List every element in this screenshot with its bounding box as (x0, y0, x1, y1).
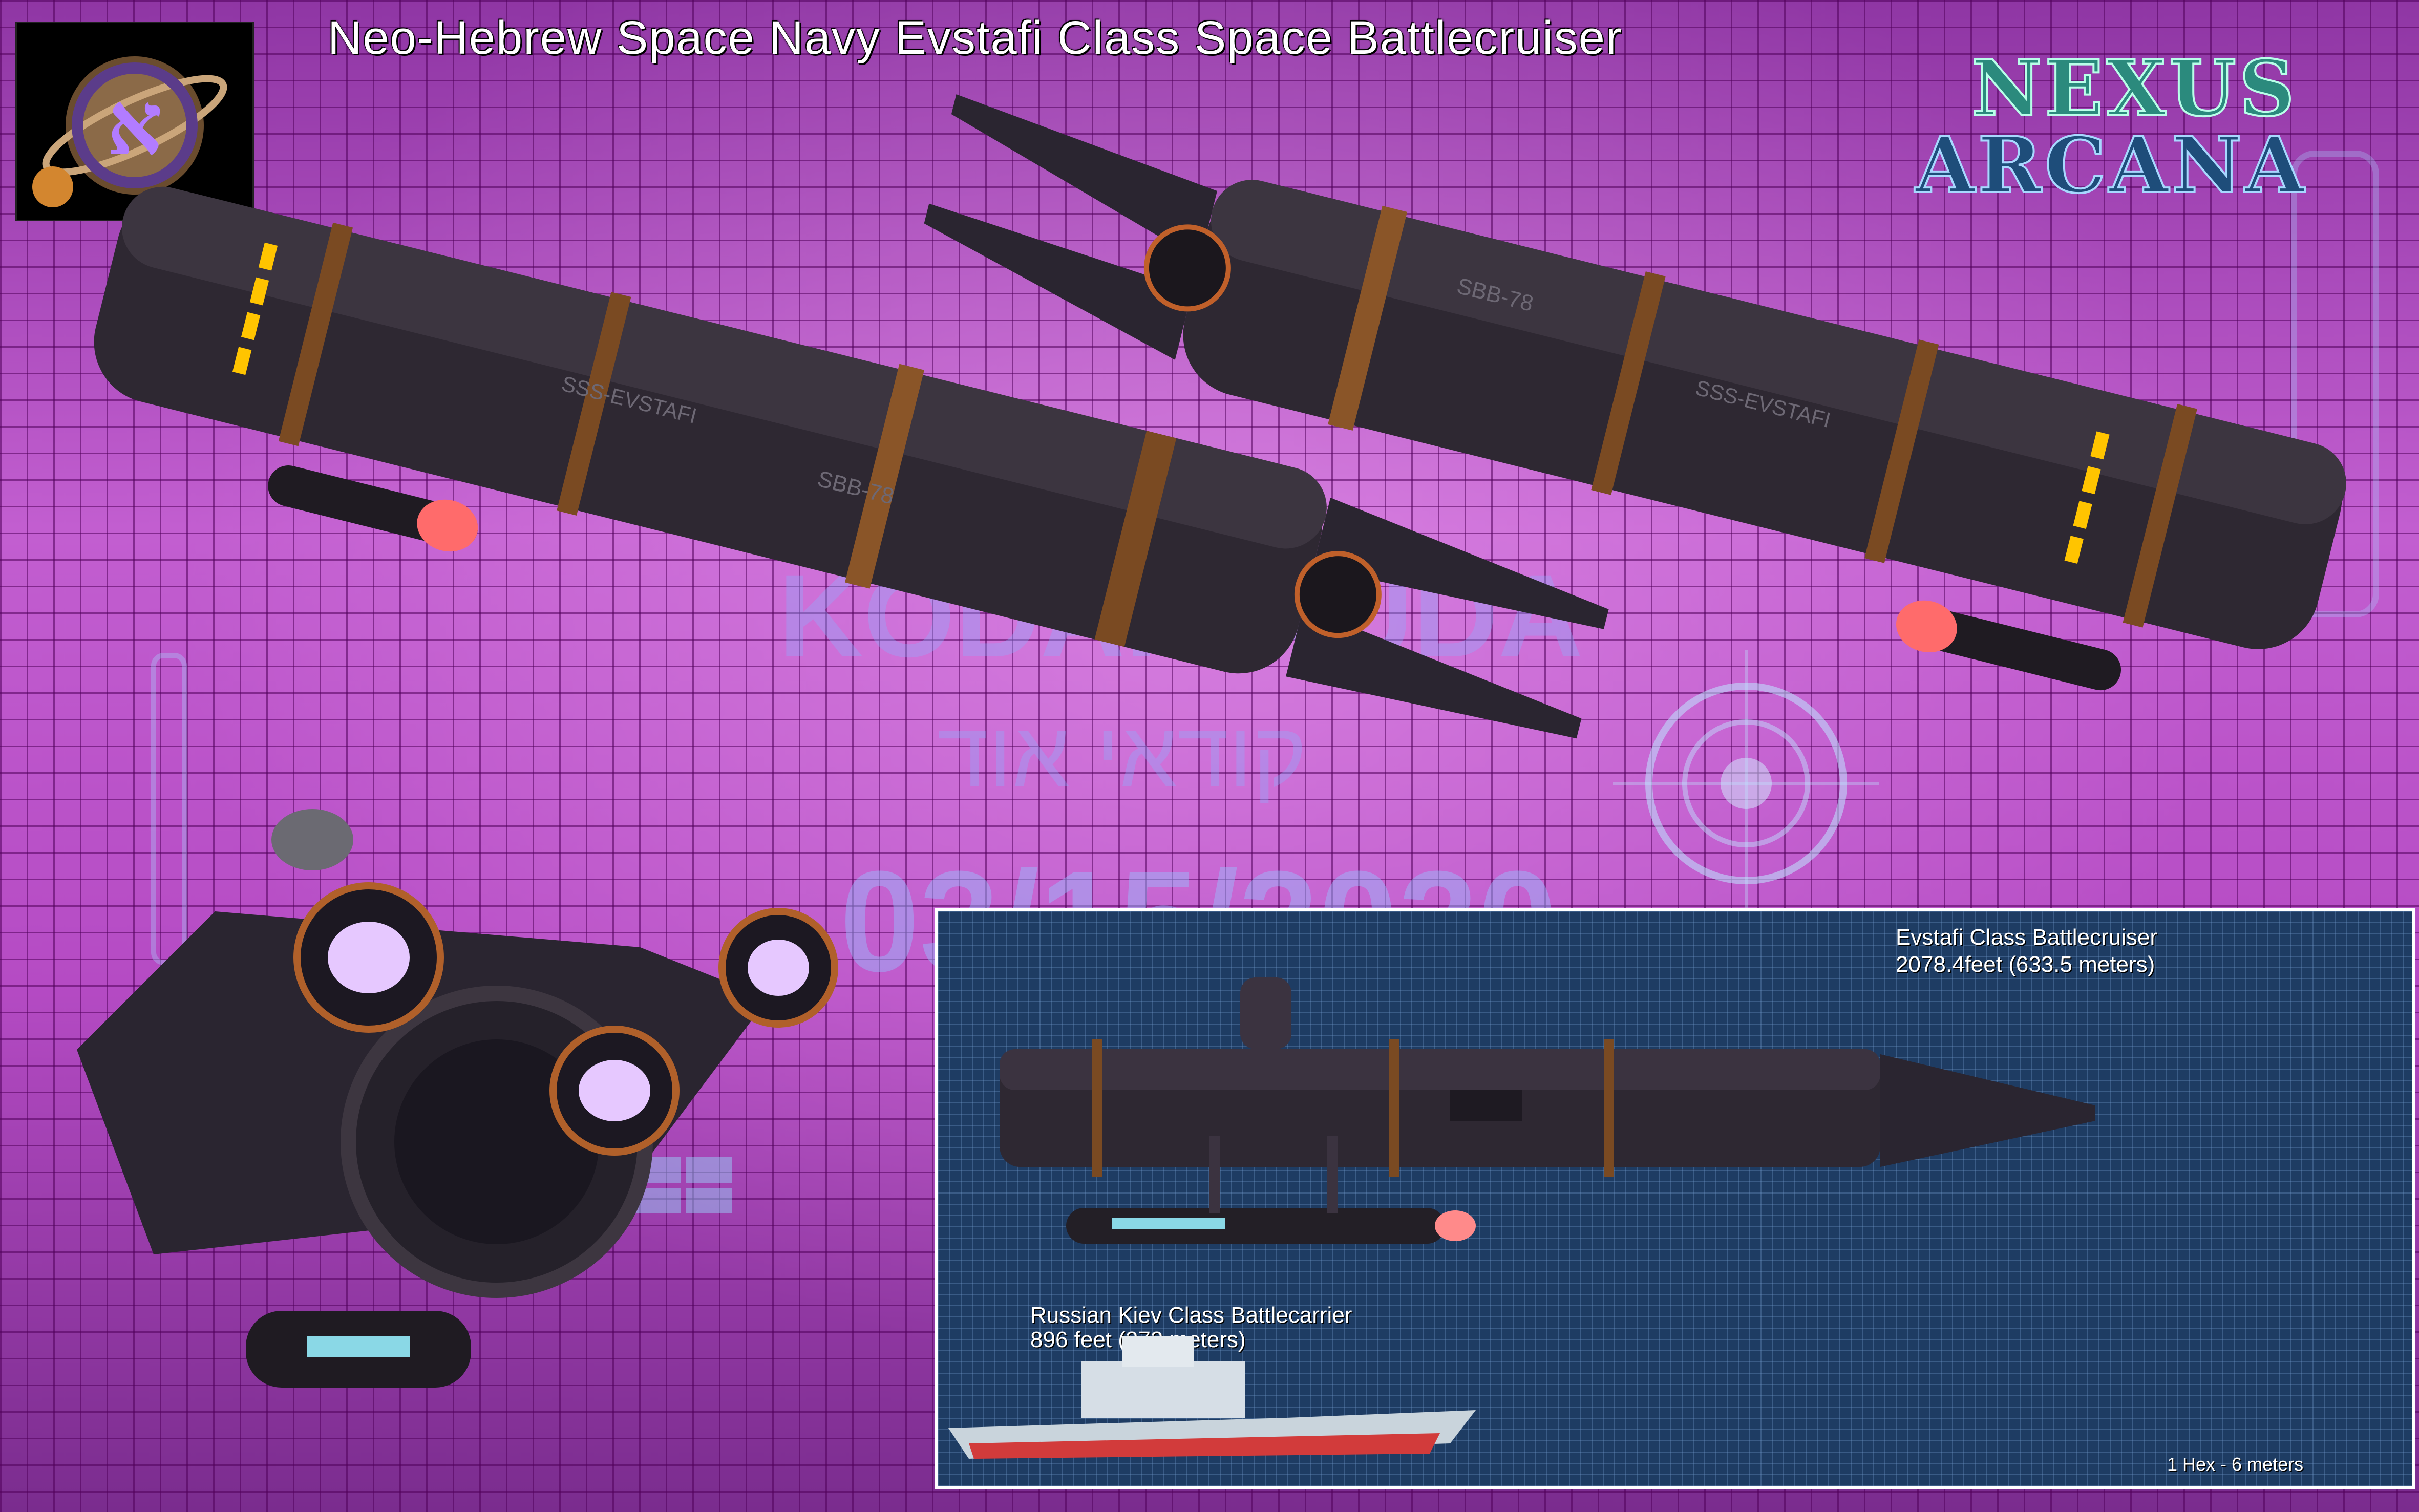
navy-emblem-logo: א (15, 22, 254, 221)
ship1-name: Evstafi Class Battlecruiser (1896, 925, 2158, 950)
nexus-arcana-brand: NEXUS ARCANA (1914, 42, 2396, 211)
svg-text:א: א (107, 72, 162, 175)
scale-note: 1 Hex - 6 meters (2167, 1454, 2304, 1475)
kiev-carrier-profile (948, 1336, 1476, 1459)
saturn-emblem-icon: א (32, 56, 227, 207)
ship2-name: Russian Kiev Class Battlecarrier (1030, 1303, 1352, 1328)
watermark-hebrew: קודאי אוד (937, 703, 1307, 806)
ship1-size: 2078.4feet (633.5 meters) (1896, 952, 2155, 977)
evstafi-side-profile (1000, 977, 2095, 1244)
poster-title: Neo-Hebrew Space Navy Evstafi Class Spac… (328, 12, 1623, 64)
brand-line1: NEXUS (1970, 42, 2298, 135)
scale-comparison-panel: Evstafi Class Battlecruiser 2078.4feet (… (935, 908, 2415, 1489)
brand-line2: ARCANA (1914, 119, 2308, 211)
